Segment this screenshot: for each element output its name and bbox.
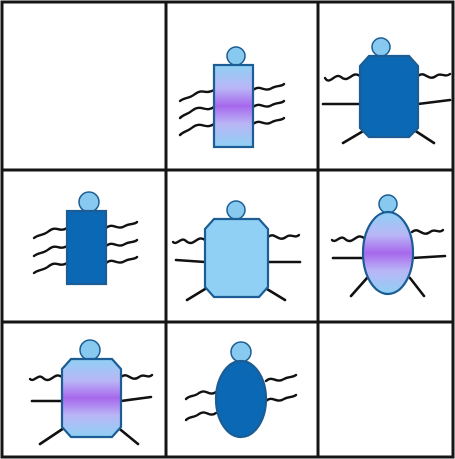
bug-body <box>363 212 413 294</box>
bug-body <box>216 361 266 437</box>
bug-head <box>379 195 397 213</box>
bug-body <box>62 359 121 437</box>
cell-1-2 <box>166 2 318 170</box>
bug-head <box>231 342 251 362</box>
bug-head <box>80 340 100 360</box>
cell-3-2 <box>166 322 318 457</box>
bug-body <box>205 219 268 297</box>
cell-2-3 <box>318 170 453 322</box>
cell-2-1 <box>2 170 166 322</box>
bug-head <box>227 47 245 65</box>
bug-body <box>67 211 106 284</box>
cell-2-2 <box>166 170 318 322</box>
bug-head <box>372 38 390 56</box>
bug-body <box>214 65 253 147</box>
bug-body <box>360 56 418 137</box>
cell-1-3 <box>318 2 453 170</box>
cell-3-3 <box>318 322 453 457</box>
cell-1-1 <box>2 2 166 170</box>
bug-head <box>79 192 99 212</box>
cell-3-1 <box>2 322 166 457</box>
bug-head <box>227 201 245 219</box>
